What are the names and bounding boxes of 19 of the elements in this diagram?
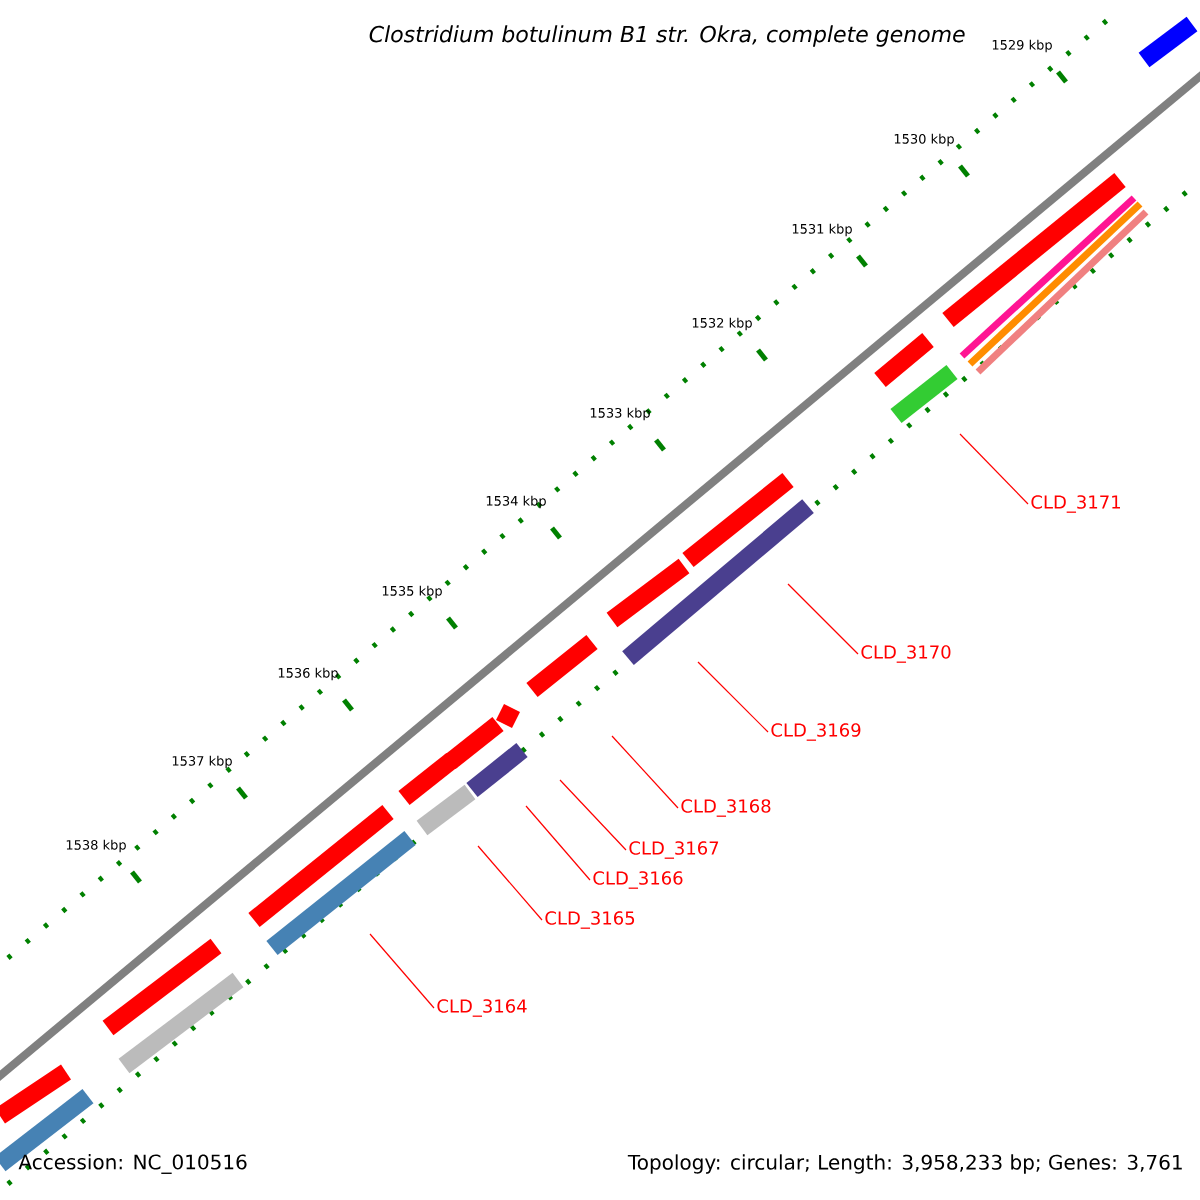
leader-line	[559, 779, 627, 851]
accession-text: Accession: NC_010516	[18, 1154, 247, 1174]
gene-label: CLD_3166	[593, 871, 683, 889]
gene-label: CLD_3167	[629, 841, 719, 859]
gene-label: CLD_3168	[681, 799, 771, 817]
leader-line	[959, 433, 1029, 505]
leader-line	[611, 735, 679, 809]
leader-line	[697, 661, 769, 733]
leader-line	[369, 933, 435, 1009]
gene-label: CLD_3164	[437, 999, 527, 1017]
gene-label: CLD_3170	[861, 645, 951, 663]
leader-line	[787, 583, 859, 655]
gene-label: CLD_3165	[545, 911, 635, 929]
map-title: Clostridium botulinum B1 str. Okra, complete genome	[369, 25, 965, 47]
genome-info-text: Topology: circular; Length: 3,958,233 bp; Genes: 3,761	[627, 1154, 1182, 1174]
gene-label: CLD_3169	[771, 723, 861, 741]
leader-line	[477, 845, 543, 921]
leader-line	[525, 805, 591, 881]
gene-label: CLD_3171	[1031, 495, 1120, 513]
